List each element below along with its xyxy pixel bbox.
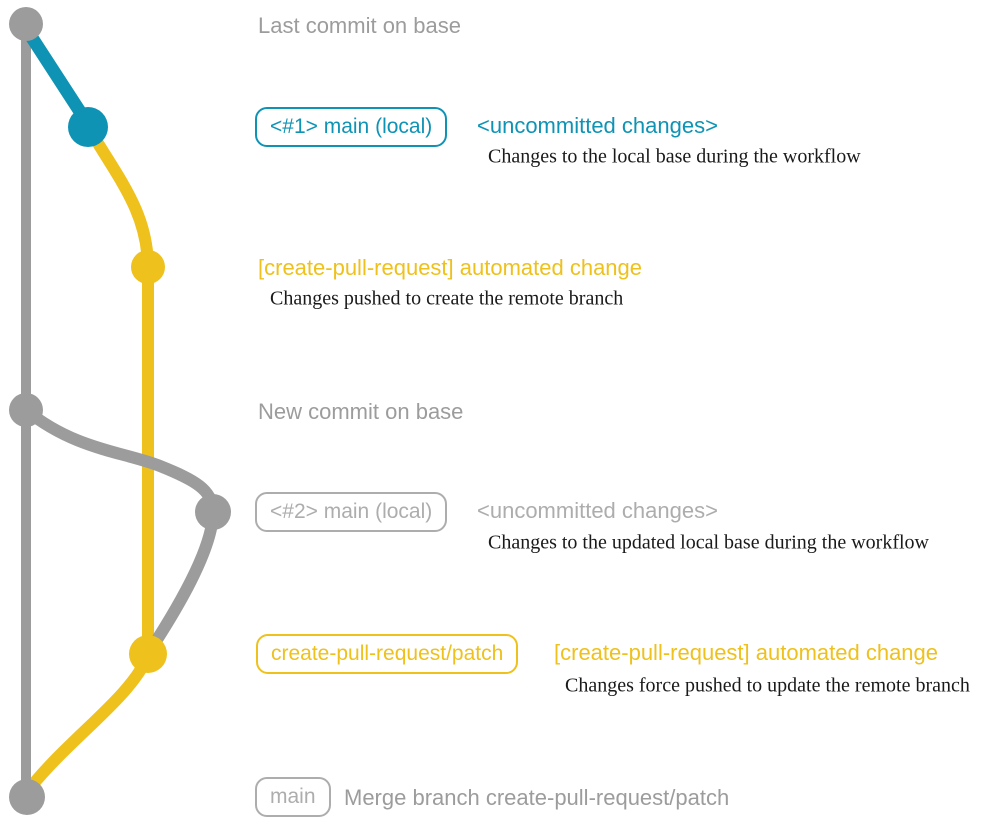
- remote-branch-merge-line: [24, 650, 154, 794]
- commit-note-uncommitted-2: Changes to the updated local base during…: [488, 531, 929, 554]
- commit-graph: [9, 7, 231, 815]
- commit-title-automated-change-2: [create-pull-request] automated change: [554, 639, 939, 665]
- branch-badge-main-local-1: <#1> main (local): [255, 107, 448, 147]
- commit-title-uncommitted-2: <uncommitted changes>: [477, 497, 718, 523]
- commit-dot-merge: [9, 779, 45, 815]
- rebase-branch-line: [20, 404, 220, 655]
- commit-dot-remote-2: [129, 635, 167, 673]
- commit-title-automated-change-1: [create-pull-request] automated change: [258, 254, 643, 280]
- commit-dot-local-1: [68, 107, 108, 147]
- label-merge-commit: Merge branch create-pull-request/patch: [344, 784, 730, 810]
- commit-dot-new-base: [9, 393, 43, 427]
- branch-badge-create-pull-request-patch: create-pull-request/patch: [256, 634, 519, 674]
- label-new-commit-on-base: New commit on base: [258, 398, 464, 424]
- commit-dot-last-base: [9, 7, 43, 41]
- remote-branch-line: [84, 124, 154, 656]
- commit-dot-local-2: [195, 494, 231, 530]
- commit-dot-remote-1: [131, 250, 165, 284]
- commit-title-uncommitted-1: <uncommitted changes>: [477, 112, 718, 138]
- branch-badge-main: main: [255, 777, 331, 817]
- commit-note-uncommitted-1: Changes to the local base during the wor…: [488, 145, 861, 168]
- commit-note-automated-change-2: Changes force pushed to update the remot…: [565, 674, 970, 697]
- branch-badge-main-local-2: <#2> main (local): [255, 492, 448, 532]
- commit-note-automated-change-1: Changes pushed to create the remote bran…: [270, 287, 624, 310]
- label-last-commit-on-base: Last commit on base: [258, 12, 461, 38]
